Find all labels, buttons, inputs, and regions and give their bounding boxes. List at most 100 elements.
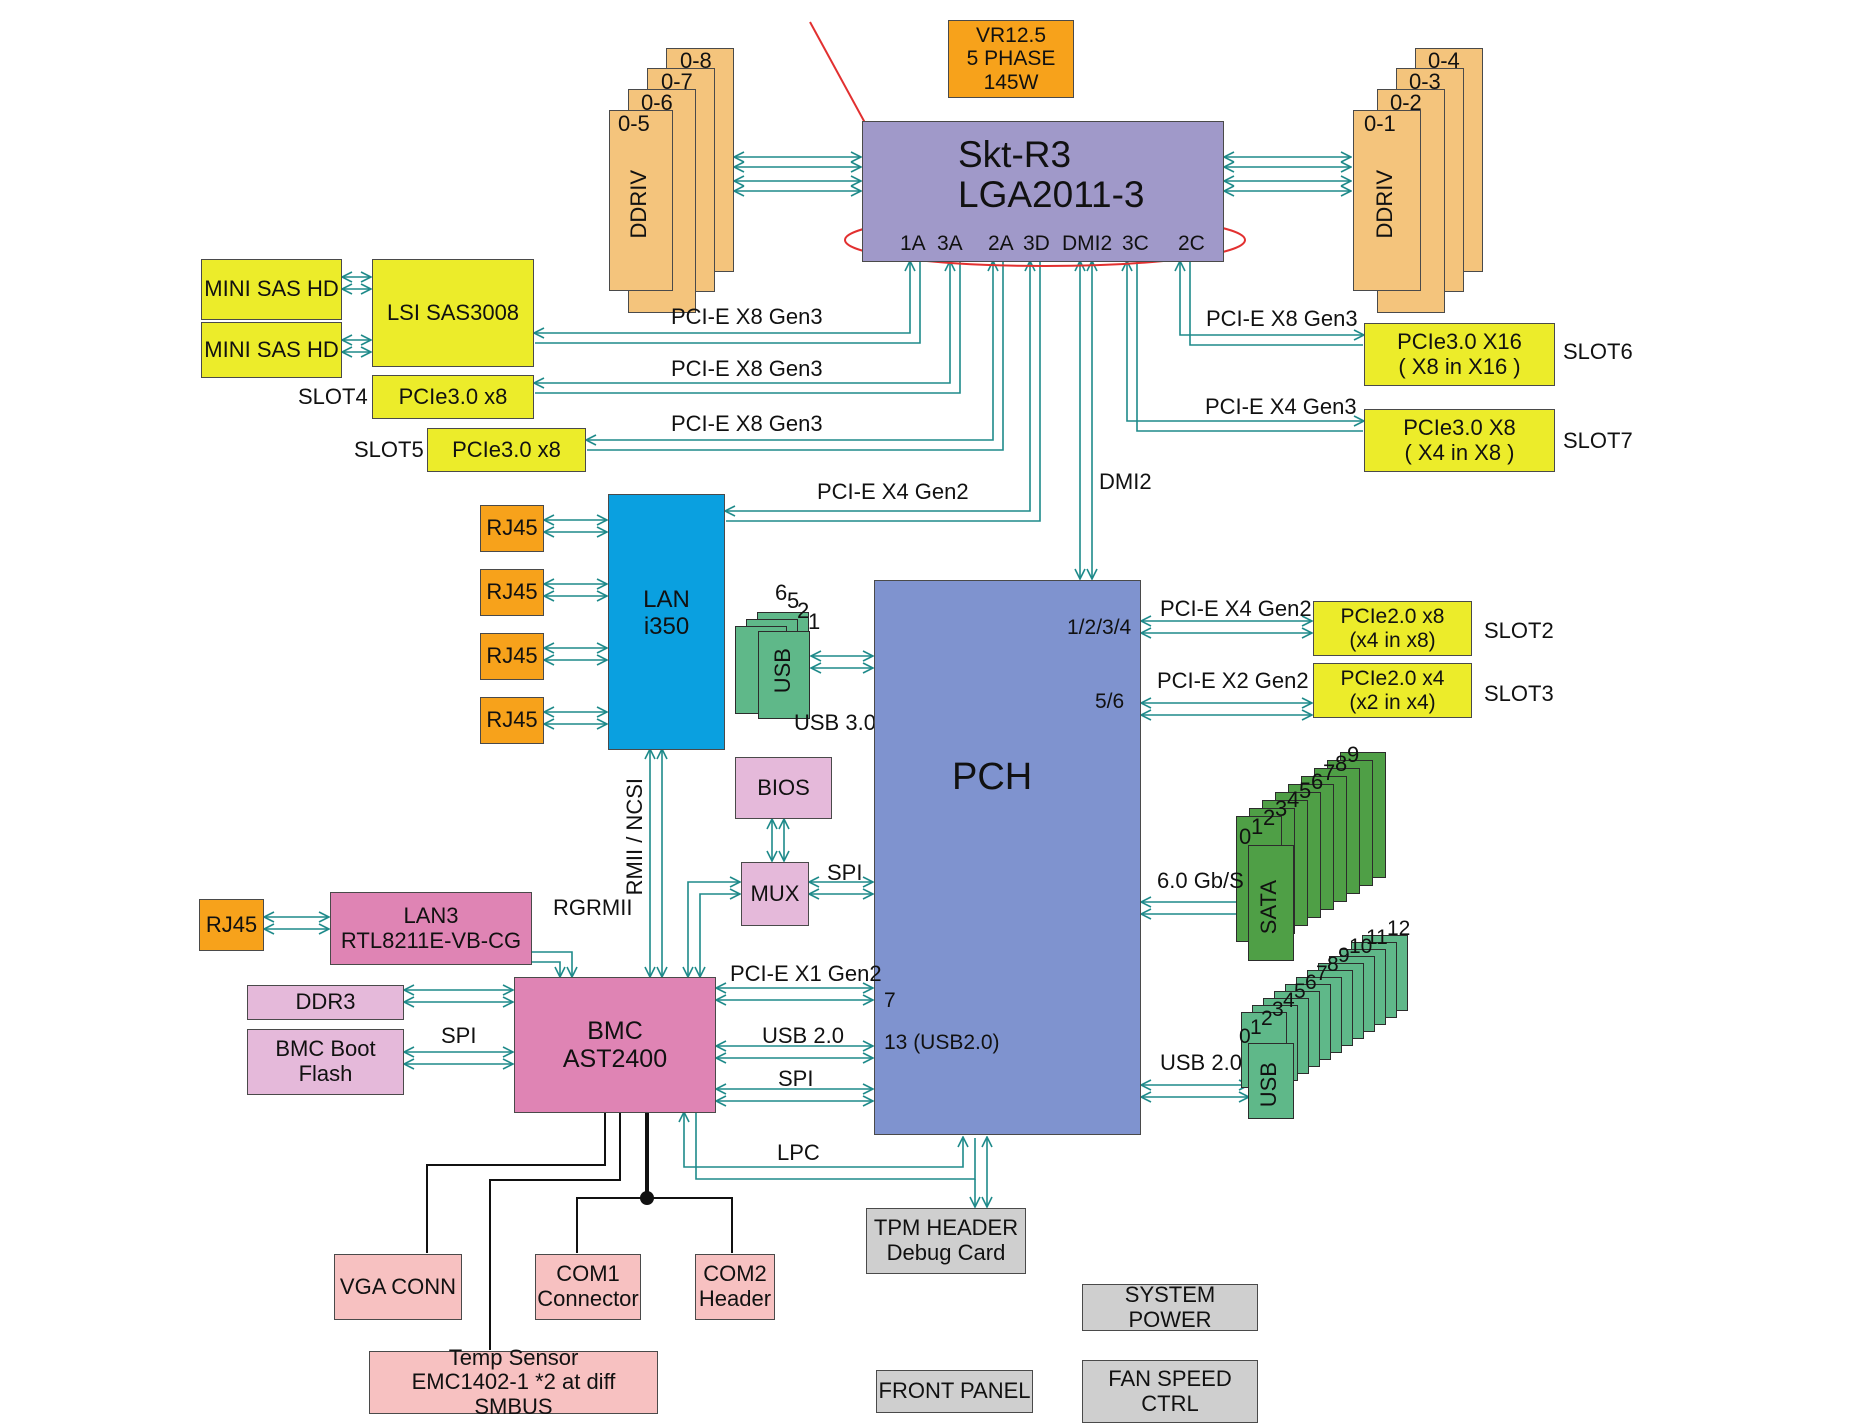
rj45-2: RJ45 — [480, 569, 544, 616]
slot7-label: SLOT7 — [1563, 428, 1633, 453]
pch-title: PCH — [952, 756, 1033, 798]
usb3-num-2: 2 — [797, 598, 810, 623]
link-3d-b — [726, 262, 1041, 522]
dimm-left-type: DDRIV — [626, 170, 651, 239]
pch-port-7: 7 — [884, 989, 896, 1012]
usb3-card-4 — [758, 631, 810, 719]
rj45-5: RJ45 — [199, 899, 264, 951]
slot2: PCIe2.0 x8 (x4 in x8) — [1313, 601, 1472, 656]
bios: BIOS — [735, 757, 832, 819]
cpu-socket — [862, 121, 1224, 262]
pch — [874, 580, 1141, 1135]
label-link-3c: PCI-E X4 Gen3 — [1205, 394, 1357, 419]
dimm-left-4 — [609, 110, 673, 291]
cpu-port-3a: 3A — [937, 232, 963, 255]
slot4: PCIe3.0 x8 — [372, 375, 534, 419]
temp-sensor: Temp Sensor EMC1402-1 *2 at diff SMBUS — [369, 1345, 658, 1419]
cpu-port-2c: 2C — [1178, 232, 1205, 255]
dimm-left-label-1: 0-8 — [680, 48, 712, 73]
link-2c-b — [1189, 262, 1363, 346]
cpu-title-2: LGA2011-3 — [958, 174, 1145, 215]
wire-vga — [426, 1113, 606, 1253]
slot2-label: SLOT2 — [1484, 618, 1554, 643]
bmc-ast2400: BMC AST2400 — [514, 977, 716, 1113]
lan3-rtl8211: LAN3 RTL8211E-VB-CG — [330, 892, 532, 965]
label-rgrmii: RGRMII — [553, 895, 633, 920]
dimm-right-label-2: 0-3 — [1409, 69, 1441, 94]
link-3c-b — [1136, 262, 1363, 432]
slot7: PCIe3.0 X8 ( X4 in X8 ) — [1364, 409, 1555, 472]
label-link-2a: PCI-E X8 Gen3 — [671, 411, 823, 436]
cpu-port-3d: 3D — [1023, 232, 1050, 255]
wire-junction — [640, 1191, 654, 1205]
cpu-port-dmi2: DMI2 — [1062, 232, 1113, 255]
dimm-right-label-4: 0-1 — [1364, 111, 1396, 136]
link-1a-b — [535, 262, 921, 344]
label-spi-flash: SPI — [441, 1023, 477, 1048]
pch-port-13: 13 (USB2.0) — [884, 1031, 1000, 1054]
tpm-header: TPM HEADER Debug Card — [866, 1208, 1026, 1274]
usb2-num-8: 8 — [1327, 953, 1339, 976]
label-lpc: LPC — [777, 1140, 820, 1165]
label-pcie-bmc: PCI-E X1 Gen2 — [730, 961, 882, 986]
usb2-num-1: 1 — [1250, 1016, 1262, 1039]
vr-box: VR12.5 5 PHASE 145W — [948, 20, 1074, 98]
usb2-num-11: 11 — [1366, 926, 1388, 949]
slot5: PCIe3.0 x8 — [427, 428, 586, 472]
sata-num-6: 6 — [1311, 769, 1324, 794]
cpu-title-1: Skt-R3 — [958, 134, 1072, 175]
link-lpc-b — [695, 1113, 976, 1180]
mux: MUX — [741, 862, 809, 926]
usb2-num-10: 10 — [1349, 935, 1373, 958]
slot4-label: SLOT4 — [298, 384, 368, 409]
usb2-num-9: 9 — [1338, 944, 1350, 967]
usb3-num-1: 1 — [808, 609, 821, 634]
link-lpc-a — [684, 1113, 963, 1168]
rj45-1: RJ45 — [480, 505, 544, 552]
usb3-num-6: 6 — [775, 580, 788, 605]
label-link-slot3: PCI-E X2 Gen2 — [1157, 668, 1309, 693]
bmc-boot-flash: BMC Boot Flash — [247, 1029, 404, 1095]
usb2-num-2: 2 — [1261, 1007, 1273, 1030]
wire-temp — [489, 1113, 621, 1350]
dimm-right-type: DDRIV — [1372, 170, 1397, 239]
label-link-slot2: PCI-E X4 Gen2 — [1160, 596, 1312, 621]
slot6-label: SLOT6 — [1563, 339, 1633, 364]
usb2-right-label: USB — [1256, 1062, 1281, 1108]
label-link-lan: PCI-E X4 Gen2 — [817, 479, 969, 504]
slot3-label: SLOT3 — [1484, 681, 1554, 706]
wire-com — [576, 1113, 648, 1253]
slot3: PCIe2.0 x4 (x2 in x4) — [1313, 663, 1472, 718]
label-link-2c: PCI-E X8 Gen3 — [1206, 306, 1358, 331]
sata-num-5: 5 — [1299, 778, 1312, 803]
sata-num-7: 7 — [1323, 760, 1336, 785]
usb2-card-1 — [1248, 1043, 1294, 1119]
sata-num-1: 1 — [1251, 814, 1264, 839]
cpu-port-3c: 3C — [1122, 232, 1149, 255]
mini-sas-hd-2: MINI SAS HD — [201, 322, 342, 378]
label-link-3a: PCI-E X8 Gen3 — [671, 356, 823, 381]
cpu-port-1a: 1A — [900, 232, 926, 255]
usb3-num-5: 5 — [787, 588, 800, 613]
dimm-left-label-2: 0-7 — [661, 69, 693, 94]
label-spi-bmc: SPI — [778, 1066, 814, 1091]
link-mux-bmc-a — [688, 882, 739, 976]
usb2-num-6: 6 — [1305, 971, 1317, 994]
link-rgrmii-b — [532, 951, 572, 976]
slot5-label: SLOT5 — [354, 437, 424, 462]
slot6: PCIe3.0 X16 ( X8 in X16 ) — [1364, 323, 1555, 386]
dimm-right-label-1: 0-4 — [1428, 48, 1460, 73]
dimm-left-label-4: 0-5 — [618, 111, 650, 136]
link-mux-bmc-b — [700, 894, 739, 976]
label-link-1a: PCI-E X8 Gen3 — [671, 304, 823, 329]
lan-i350: LAN i350 — [608, 494, 725, 750]
sata-card-1 — [1248, 845, 1294, 961]
vga-conn: VGA CONN — [334, 1254, 462, 1320]
pch-port-1234: 1/2/3/4 — [1067, 616, 1132, 639]
dimm-left-label-3: 0-6 — [641, 90, 673, 115]
dimm-right-4 — [1353, 110, 1421, 291]
sata-num-4: 4 — [1287, 787, 1300, 812]
sata-label: SATA — [1256, 880, 1281, 935]
usb2-num-12: 12 — [1387, 917, 1411, 940]
usb2-num-4: 4 — [1283, 989, 1295, 1012]
